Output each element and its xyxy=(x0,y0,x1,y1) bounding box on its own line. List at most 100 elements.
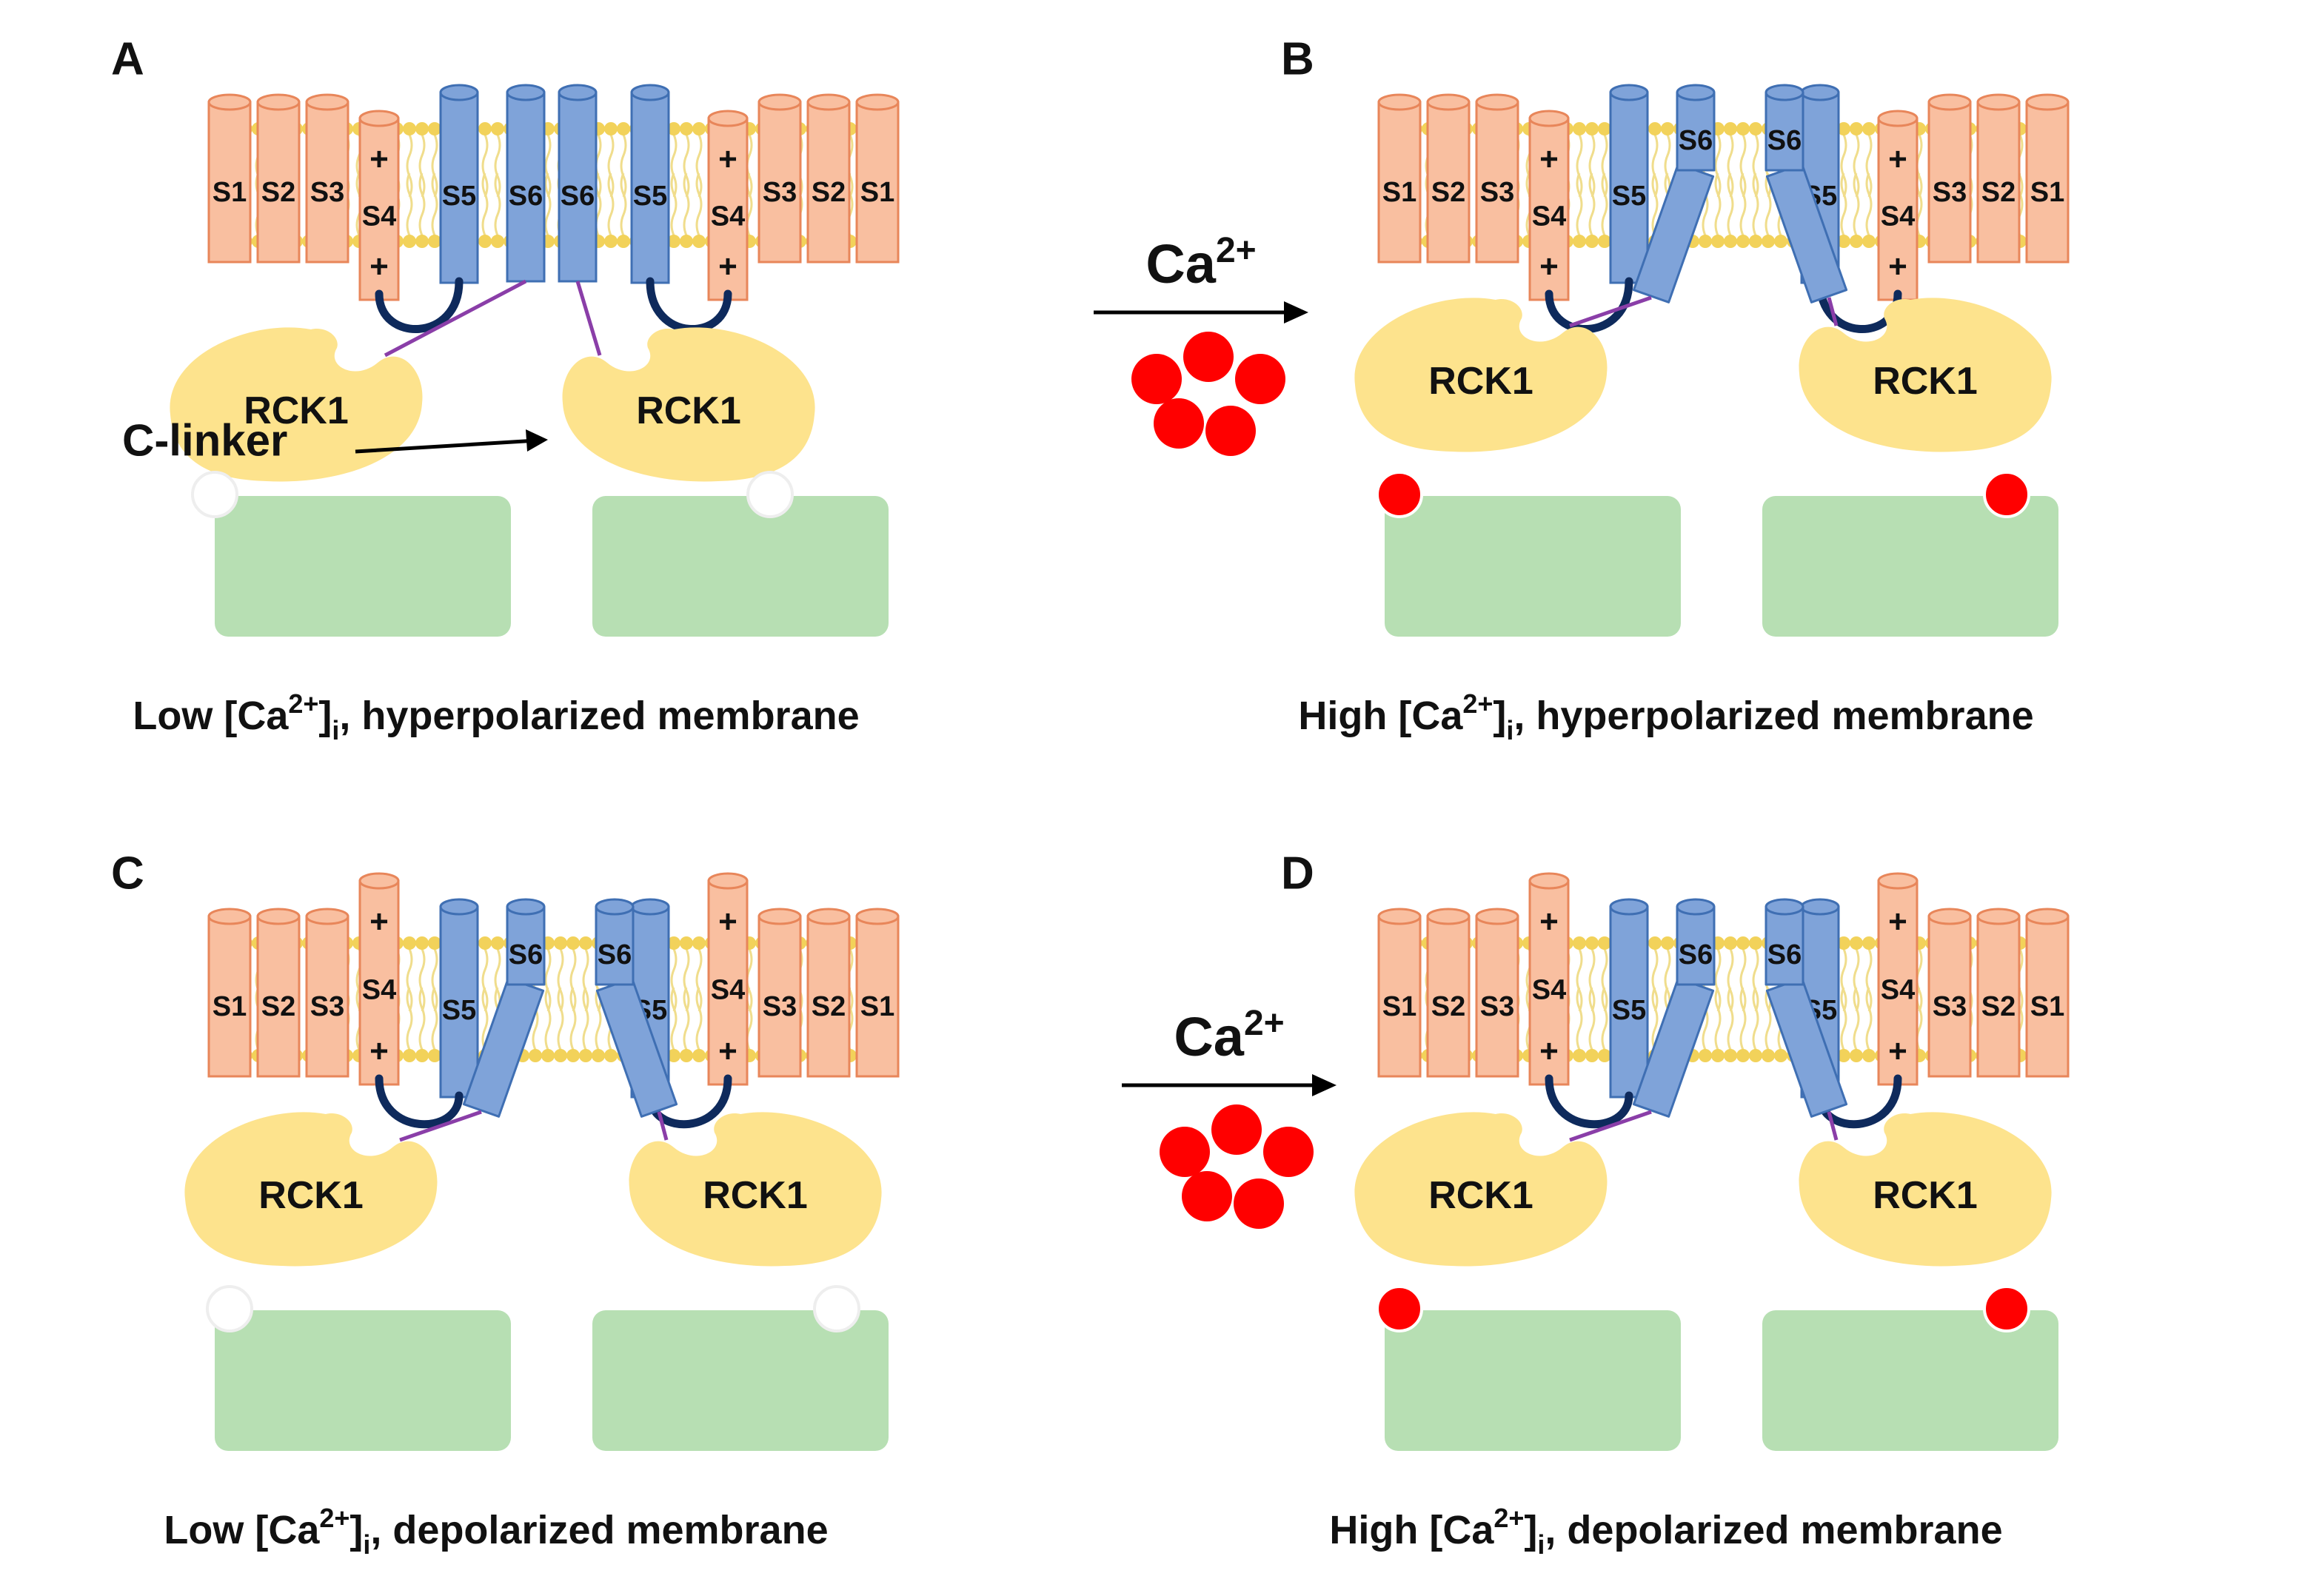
right-helix-s1 xyxy=(2025,93,2070,264)
caption-mid: ] xyxy=(318,694,332,738)
helix-label: S2 xyxy=(1431,177,1465,208)
right-s5-helix xyxy=(630,84,670,284)
s4-label: S4 xyxy=(1881,975,1915,1006)
left-s4-s5-linker xyxy=(1545,277,1633,334)
right-helix-s3 xyxy=(757,908,802,1078)
left-gating-ring-domain xyxy=(215,496,511,637)
right-helix-s1 xyxy=(2025,908,2070,1078)
left-rck1-label: RCK1 xyxy=(1428,360,1533,403)
left-helix-s3 xyxy=(305,908,349,1078)
left-gating-ring-domain xyxy=(215,1310,511,1451)
right-gating-ring-domain xyxy=(1762,1310,2058,1451)
panel-letter: C xyxy=(111,848,144,899)
right-c-linker xyxy=(657,1111,669,1141)
left-s4-s5-linker xyxy=(375,277,464,334)
s4-label: S4 xyxy=(1532,975,1566,1006)
helix-label: S1 xyxy=(1382,991,1416,1022)
s4-plus-bottom: + xyxy=(718,1033,737,1070)
s4-plus-top: + xyxy=(1539,141,1559,178)
c-linker-callout-arrow xyxy=(355,438,538,454)
right-gating-ring-domain xyxy=(592,1310,889,1451)
right-helix-s1 xyxy=(855,908,900,1078)
left-s4-helix xyxy=(1528,872,1570,1086)
s4-label: S4 xyxy=(711,975,745,1006)
left-c-linker xyxy=(1569,295,1652,328)
helix-label: S2 xyxy=(1981,177,2016,208)
s5-label: S5 xyxy=(1612,995,1646,1026)
calcium-ion xyxy=(1234,1178,1284,1229)
left-s6-helix xyxy=(1632,898,1716,1118)
right-c-linker xyxy=(575,281,602,356)
right-gating-ring-domain xyxy=(592,496,889,637)
right-helix-s2 xyxy=(806,93,851,264)
s4-plus-bottom: + xyxy=(1539,249,1559,285)
left-helix-s1 xyxy=(207,93,252,264)
s6-label: S6 xyxy=(598,939,632,970)
left-s4-helix xyxy=(358,872,400,1086)
ca-arrow-head xyxy=(1284,301,1308,323)
right-calcium-site xyxy=(1983,1285,2030,1332)
c-linker-callout: C-linker xyxy=(122,416,287,466)
right-gating-ring-domain xyxy=(1762,496,2058,637)
right-rck1-label: RCK1 xyxy=(1873,1174,1978,1217)
helix-label: S1 xyxy=(860,991,894,1022)
s5-label: S5 xyxy=(1612,181,1646,212)
caption-sup: 2+ xyxy=(1493,1503,1524,1533)
s4-plus-top: + xyxy=(1539,904,1559,940)
right-helix-s3 xyxy=(757,93,802,264)
s4-label: S4 xyxy=(362,201,396,232)
s4-plus-bottom: + xyxy=(369,1033,389,1070)
left-calcium-site xyxy=(191,471,238,518)
left-s5-helix xyxy=(1609,898,1649,1099)
helix-label: S2 xyxy=(1431,991,1465,1022)
helix-label: S1 xyxy=(860,177,894,208)
caption-sub: i xyxy=(1537,1529,1545,1560)
helix-label: S1 xyxy=(1382,177,1416,208)
ca-arrow-label: Ca2+ xyxy=(1174,1004,1284,1067)
s4-plus-top: + xyxy=(718,141,737,178)
left-helix-s1 xyxy=(1377,908,1422,1078)
left-calcium-site xyxy=(1376,1285,1423,1332)
s4-plus-bottom: + xyxy=(1539,1033,1559,1070)
helix-label: S3 xyxy=(1480,991,1514,1022)
caption-sub: i xyxy=(363,1529,370,1560)
caption-sub: i xyxy=(1506,715,1513,745)
s6-label: S6 xyxy=(509,181,543,212)
s4-plus-bottom: + xyxy=(1888,249,1907,285)
right-s6-helix xyxy=(1765,898,1848,1118)
caption-mid: ] xyxy=(1493,694,1506,738)
left-calcium-site xyxy=(206,1285,253,1332)
left-s4-helix xyxy=(1528,110,1570,301)
s4-label: S4 xyxy=(1532,201,1566,232)
s6-label: S6 xyxy=(509,939,543,970)
s6-label: S6 xyxy=(1767,939,1802,970)
caption-post: , hyperpolarized membrane xyxy=(339,694,859,738)
right-rck1-label: RCK1 xyxy=(703,1174,808,1217)
right-helix-s1 xyxy=(855,93,900,264)
s4-plus-top: + xyxy=(718,904,737,940)
left-helix-s3 xyxy=(1475,908,1519,1078)
left-gating-ring-domain xyxy=(1385,496,1681,637)
s4-plus-top: + xyxy=(369,904,389,940)
left-s5-helix xyxy=(1609,84,1649,284)
s4-plus-bottom: + xyxy=(718,249,737,285)
ca-arrow-label-sup: 2+ xyxy=(1216,231,1257,270)
right-calcium-site xyxy=(1983,471,2030,518)
helix-label: S3 xyxy=(763,991,797,1022)
left-s6-helix xyxy=(462,898,546,1118)
calcium-ion xyxy=(1183,332,1234,382)
c-linker-arrowhead xyxy=(526,429,548,452)
left-helix-s3 xyxy=(305,93,349,264)
s4-label: S4 xyxy=(1881,201,1915,232)
panel-letter: B xyxy=(1281,34,1314,85)
right-c-linker xyxy=(1827,297,1839,326)
calcium-ion xyxy=(1160,1127,1210,1177)
calcium-ion xyxy=(1154,398,1204,449)
right-rck1-label: RCK1 xyxy=(1873,360,1978,403)
right-s6-helix xyxy=(558,84,598,283)
left-helix-s2 xyxy=(256,93,301,264)
panel-caption: Low [Ca2+]i, hyperpolarized membrane xyxy=(133,688,859,745)
calcium-arrows: Ca2+Ca2+ xyxy=(1094,231,1337,1229)
